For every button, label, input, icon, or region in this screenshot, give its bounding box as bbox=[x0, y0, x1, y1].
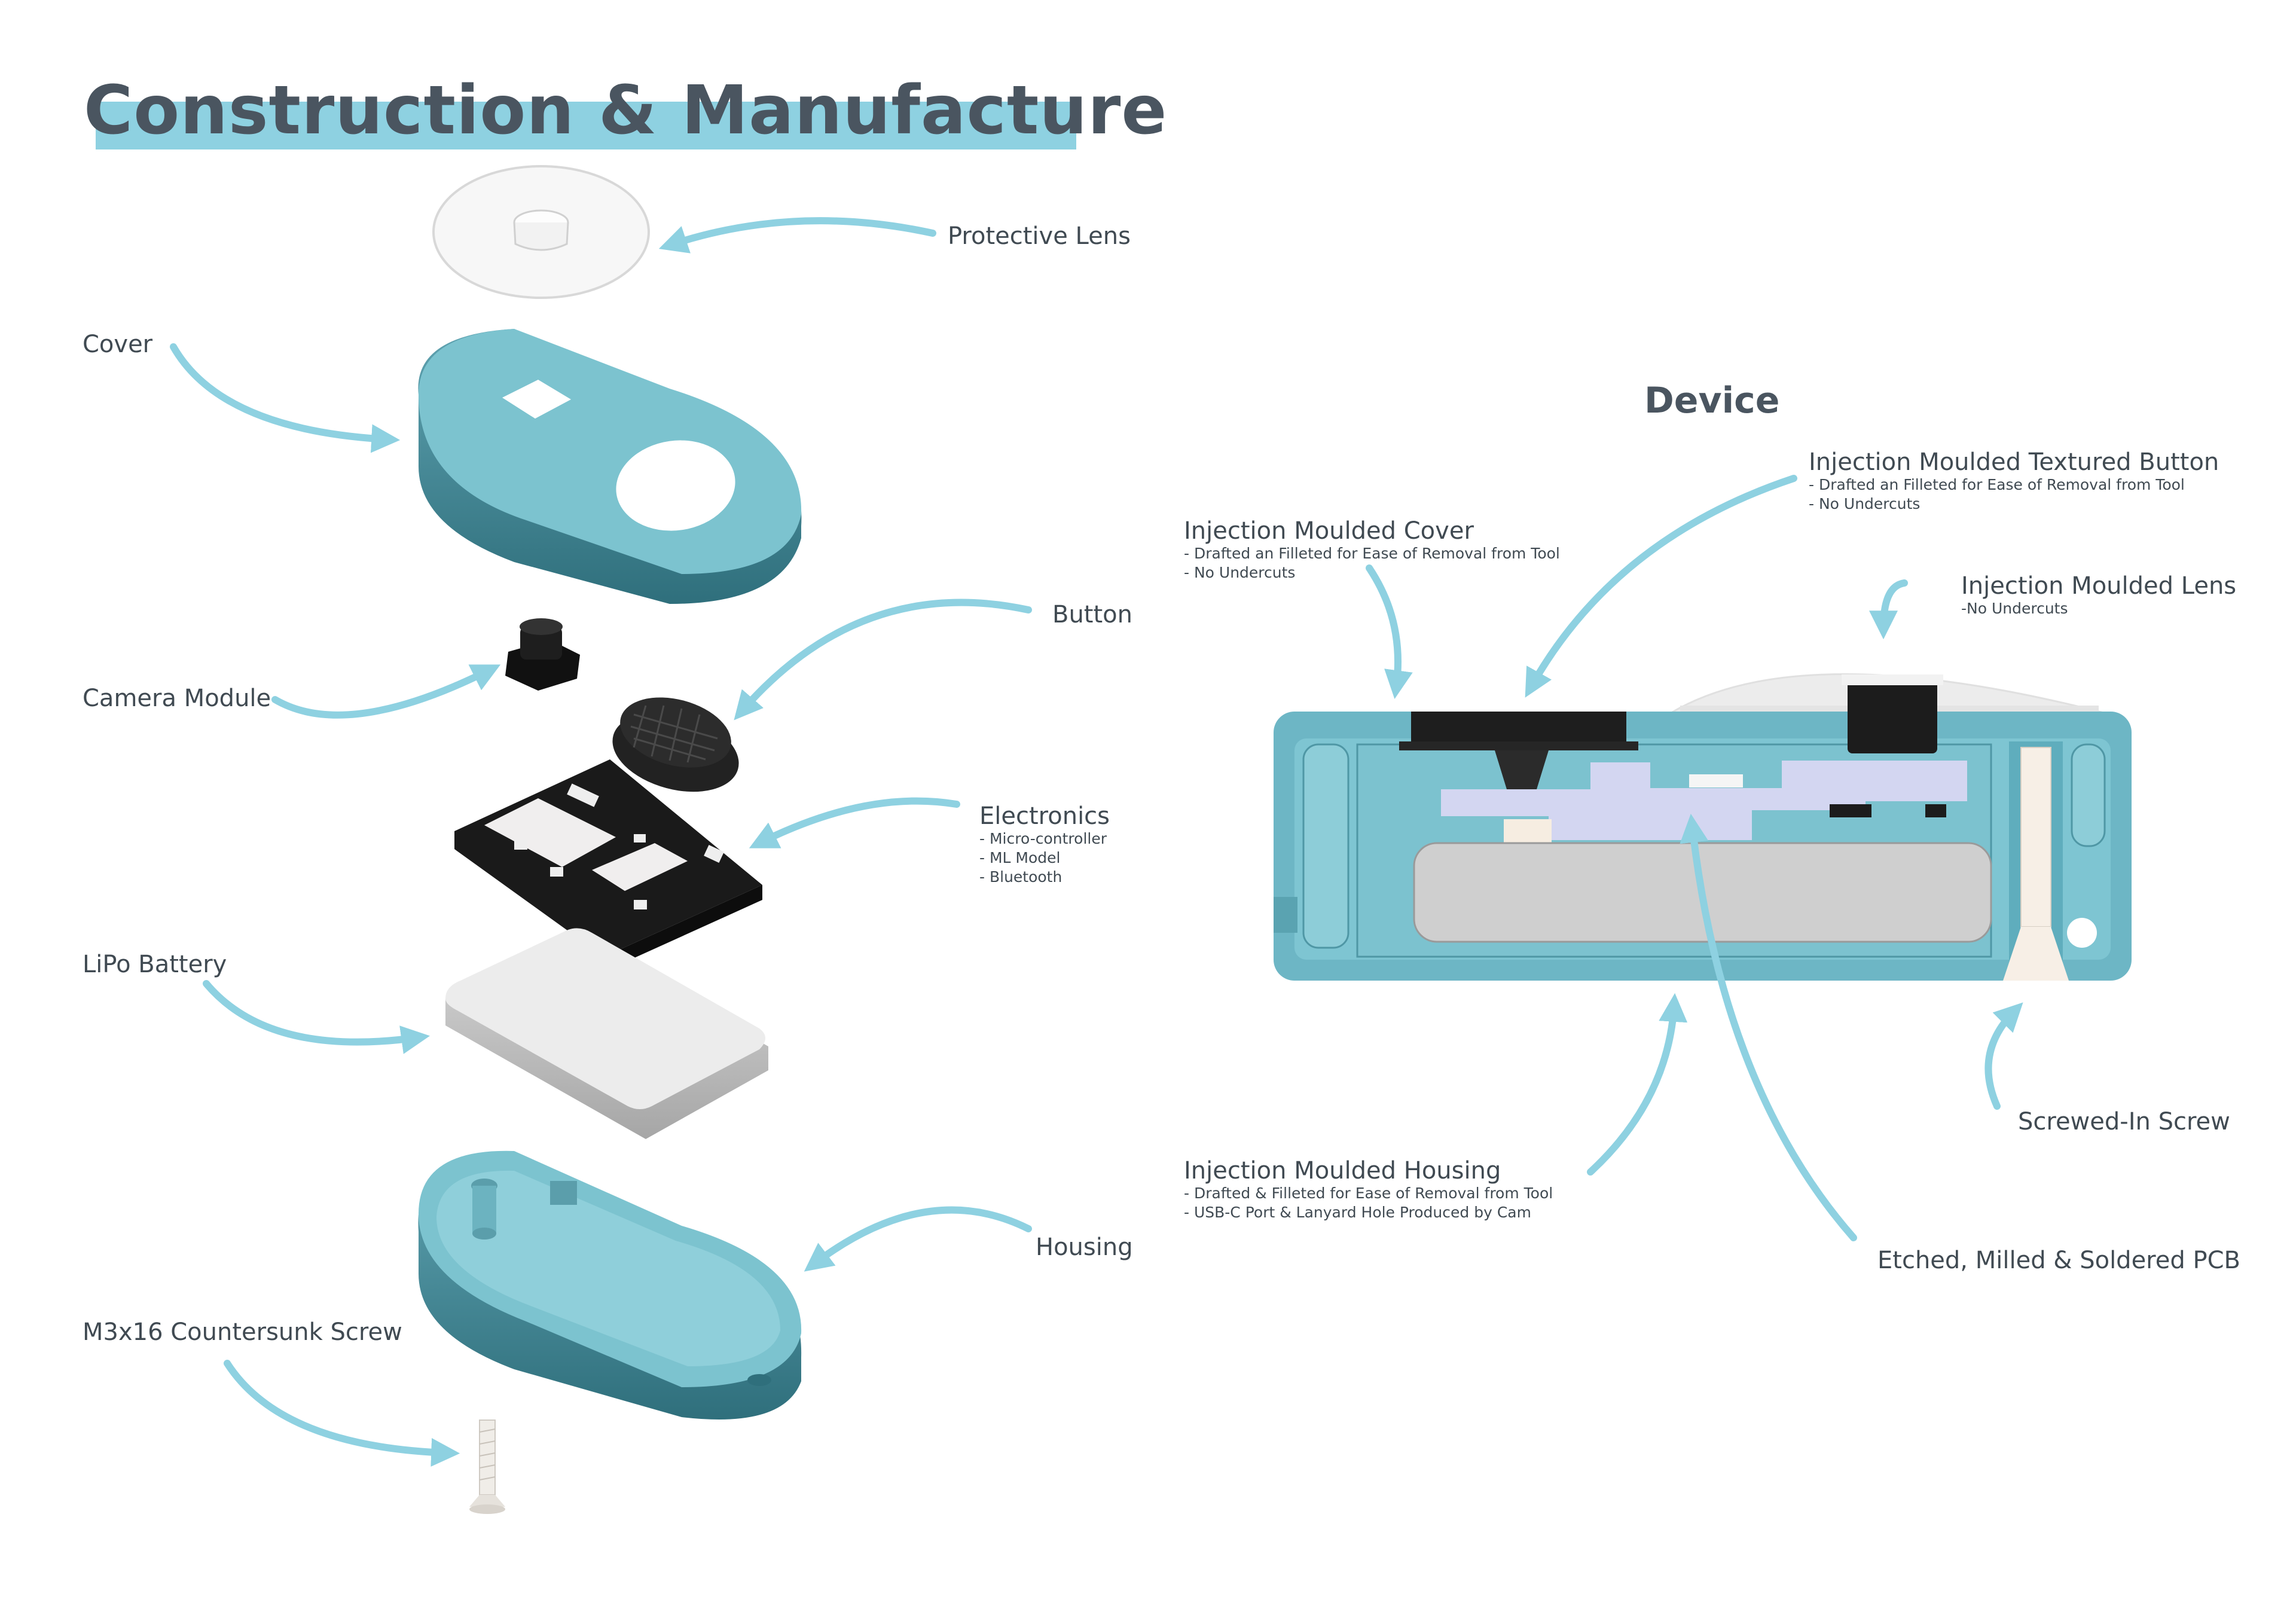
electronics-label: Electronics bbox=[979, 802, 1110, 830]
housing-part bbox=[418, 1150, 802, 1420]
lipo-battery-part bbox=[445, 928, 768, 1139]
screw-part bbox=[469, 1420, 505, 1514]
cover-part bbox=[418, 329, 802, 604]
device-housing-note-1: - Drafted & Filleted for Ease of Removal… bbox=[1184, 1185, 1553, 1202]
callout-arrows bbox=[170, 217, 2023, 1467]
lipo-battery-label: LiPo Battery bbox=[83, 951, 227, 978]
device-screw-label: Screwed-In Screw bbox=[2018, 1108, 2230, 1135]
device-pcb-label: Etched, Milled & Soldered PCB bbox=[1877, 1247, 2240, 1274]
device-cover-label: Injection Moulded Cover bbox=[1184, 517, 1474, 545]
protective-lens-part bbox=[432, 165, 650, 299]
device-button-note-1: - Drafted an Filleted for Ease of Remova… bbox=[1809, 476, 2185, 493]
device-housing-label: Injection Moulded Housing bbox=[1184, 1157, 1501, 1185]
device-button-label: Injection Moulded Textured Button bbox=[1809, 448, 2219, 476]
housing-label: Housing bbox=[1036, 1234, 1133, 1261]
device-lens-note-1: -No Undercuts bbox=[1961, 600, 2068, 617]
electronics-part bbox=[454, 759, 762, 972]
camera-module-part bbox=[505, 618, 580, 691]
device-button-note-2: - No Undercuts bbox=[1809, 495, 1921, 512]
screw-label: M3x16 Countersunk Screw bbox=[83, 1318, 402, 1346]
cover-label: Cover bbox=[83, 331, 153, 358]
device-title: Device bbox=[1644, 380, 1780, 422]
device-lens-label: Injection Moulded Lens bbox=[1961, 572, 2237, 600]
device-housing-note-2: - USB-C Port & Lanyard Hole Produced by … bbox=[1184, 1204, 1531, 1221]
page-title: Construction & Manufacture bbox=[84, 72, 1168, 149]
button-part bbox=[612, 697, 739, 792]
electronics-note-3: - Bluetooth bbox=[979, 868, 1062, 886]
title-highlight-bar bbox=[96, 102, 1076, 149]
device-section bbox=[1274, 673, 2132, 981]
device-cover-note-1: - Drafted an Filleted for Ease of Remova… bbox=[1184, 545, 1560, 562]
camera-module-label: Camera Module bbox=[83, 685, 271, 712]
electronics-note-2: - ML Model bbox=[979, 849, 1061, 866]
button-label: Button bbox=[1052, 601, 1132, 628]
protective-lens-label: Protective Lens bbox=[948, 222, 1131, 250]
device-cover-note-2: - No Undercuts bbox=[1184, 564, 1296, 581]
electronics-note-1: - Micro-controller bbox=[979, 830, 1107, 847]
